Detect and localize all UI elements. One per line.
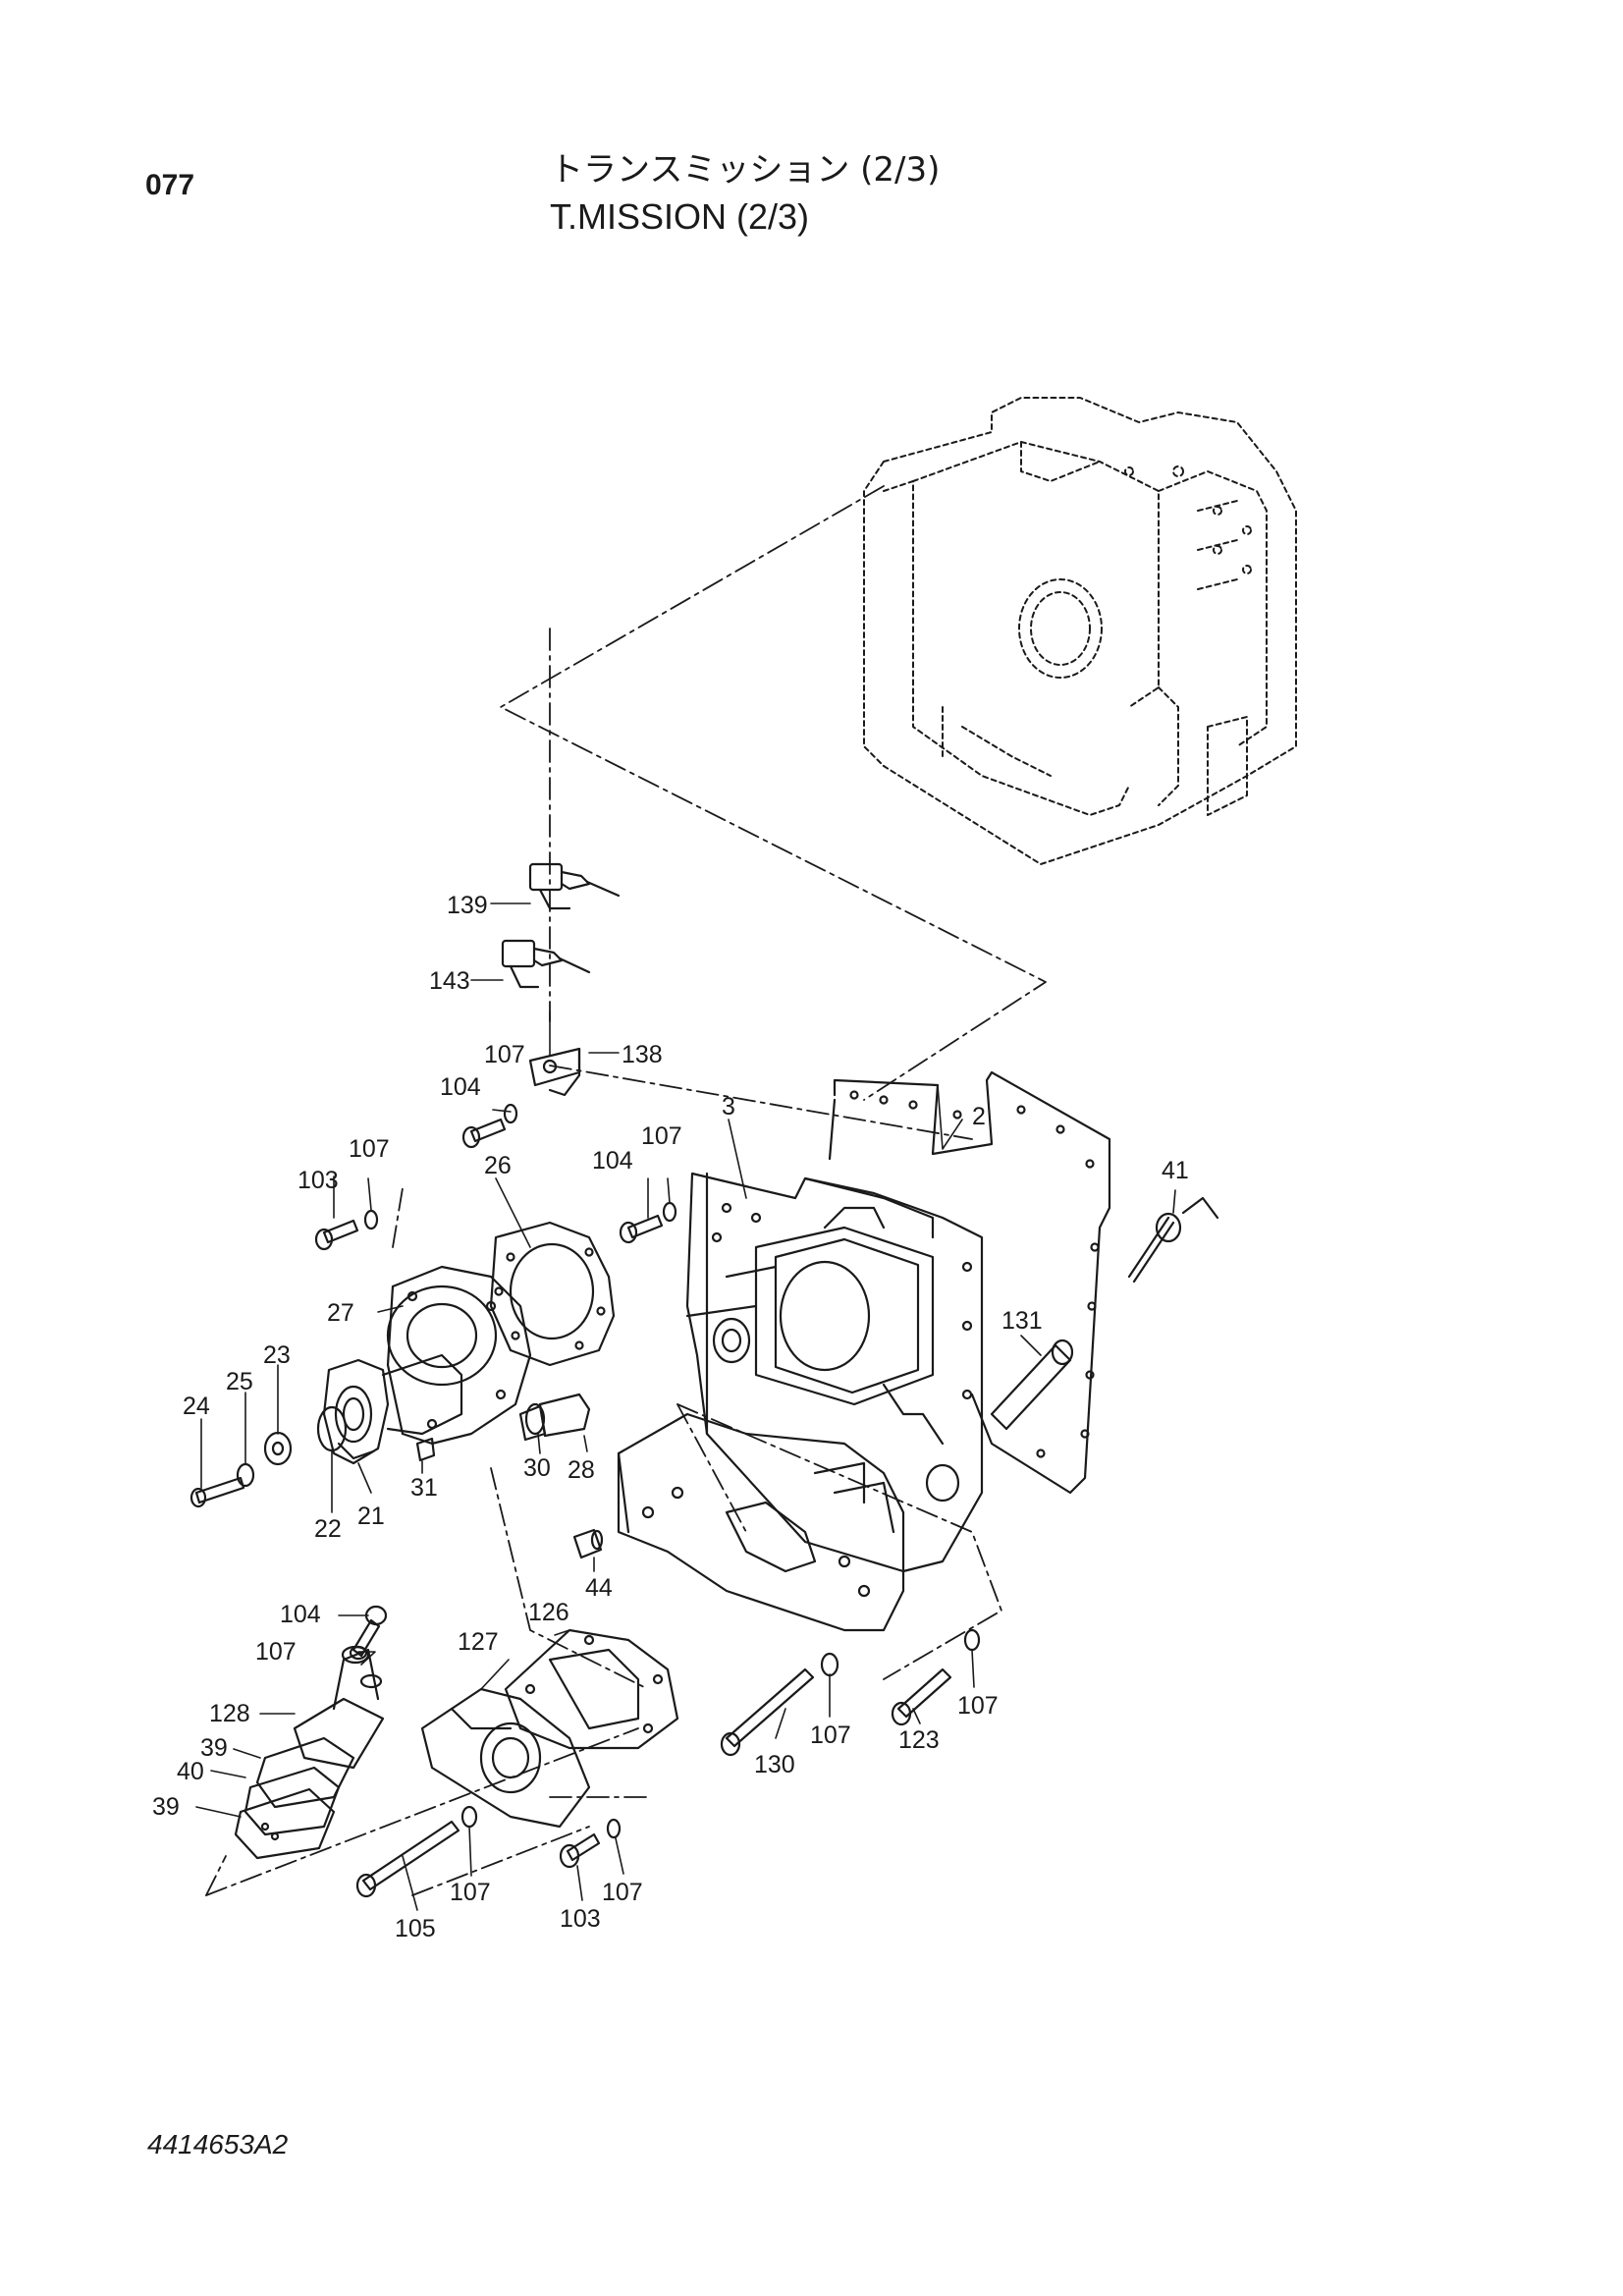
flange-27: [386, 1265, 532, 1446]
callout-23: 23: [263, 1341, 291, 1369]
o-ring-30: [524, 1402, 546, 1436]
sensor-139: [528, 862, 621, 910]
yoke-21: [322, 1353, 463, 1465]
bolt-103-top: [314, 1209, 379, 1251]
gasket-2: [828, 1070, 1111, 1495]
washer-23: [263, 1431, 293, 1466]
assembly-lines: [205, 485, 1047, 1896]
callout-31: 31: [410, 1474, 438, 1502]
callout-107: 107: [641, 1122, 682, 1150]
callout-104: 104: [280, 1601, 321, 1628]
callout-143: 143: [429, 967, 470, 995]
callout-26: 26: [484, 1152, 512, 1179]
callout-128: 128: [209, 1700, 250, 1727]
o-ring-22: [316, 1405, 348, 1452]
callout-138: 138: [622, 1041, 663, 1068]
cover-126: [504, 1628, 679, 1750]
callout-105: 105: [395, 1915, 436, 1942]
callout-labels: 139 143 107 138 104 107 103 26 104 107 3…: [152, 892, 1189, 1942]
callout-21: 21: [357, 1503, 385, 1530]
fitting-44: [572, 1528, 604, 1559]
reference-housing: [863, 397, 1297, 865]
elbow-128: [293, 1645, 385, 1770]
callout-103: 103: [560, 1905, 601, 1933]
callout-107: 107: [810, 1722, 851, 1749]
callout-107: 107: [602, 1879, 643, 1906]
bolt-24: [189, 1476, 245, 1508]
callout-107: 107: [450, 1879, 491, 1906]
gasket-26: [489, 1221, 616, 1367]
callout-127: 127: [458, 1628, 499, 1656]
callout-41: 41: [1162, 1157, 1189, 1184]
title-english: T.MISSION (2/3): [550, 196, 810, 237]
rod-41: [1127, 1196, 1219, 1284]
bolt-104-top: [461, 1103, 518, 1149]
callout-104: 104: [592, 1147, 633, 1175]
body-127: [420, 1687, 591, 1829]
callout-2: 2: [972, 1103, 986, 1130]
callout-22: 22: [314, 1515, 342, 1543]
callout-107: 107: [957, 1692, 999, 1720]
callout-123: 123: [898, 1726, 940, 1754]
housing-3: [685, 1172, 984, 1573]
plug-28: [518, 1393, 591, 1442]
callout-103: 103: [298, 1167, 339, 1194]
callout-107: 107: [484, 1041, 525, 1068]
callout-130: 130: [754, 1751, 795, 1778]
callout-25: 25: [226, 1368, 253, 1395]
callout-40: 40: [177, 1758, 204, 1785]
title-japanese: トランスミッション (2/3): [550, 150, 941, 190]
callout-3: 3: [722, 1093, 735, 1121]
callout-28: 28: [568, 1456, 595, 1484]
washer-25: [236, 1462, 255, 1488]
drawing-number: 4414653A2: [147, 2129, 289, 2159]
callout-leaders: [195, 902, 1176, 1911]
callout-39: 39: [200, 1734, 228, 1762]
callout-39: 39: [152, 1793, 180, 1821]
gaskets-39-40: [234, 1736, 355, 1860]
callout-139: 139: [447, 892, 488, 919]
callout-126: 126: [528, 1599, 569, 1626]
lower-housing: [617, 1412, 905, 1632]
bolt-103-bottom: [559, 1818, 622, 1869]
callout-131: 131: [1001, 1307, 1043, 1335]
callout-104: 104: [440, 1073, 481, 1101]
bolt-123: [891, 1628, 981, 1726]
page-number: 077: [145, 169, 195, 201]
callout-24: 24: [183, 1393, 210, 1420]
title-block: トランスミッション (2/3) T.MISSION (2/3): [550, 147, 941, 242]
callout-107: 107: [349, 1135, 390, 1163]
callout-27: 27: [327, 1299, 354, 1327]
bracket-138: [528, 1047, 581, 1097]
pin-31: [415, 1437, 436, 1462]
callout-44: 44: [585, 1574, 613, 1602]
sensor-143: [501, 939, 591, 989]
spring-131: [990, 1339, 1074, 1431]
callout-107: 107: [255, 1638, 297, 1666]
callout-30: 30: [523, 1454, 551, 1482]
